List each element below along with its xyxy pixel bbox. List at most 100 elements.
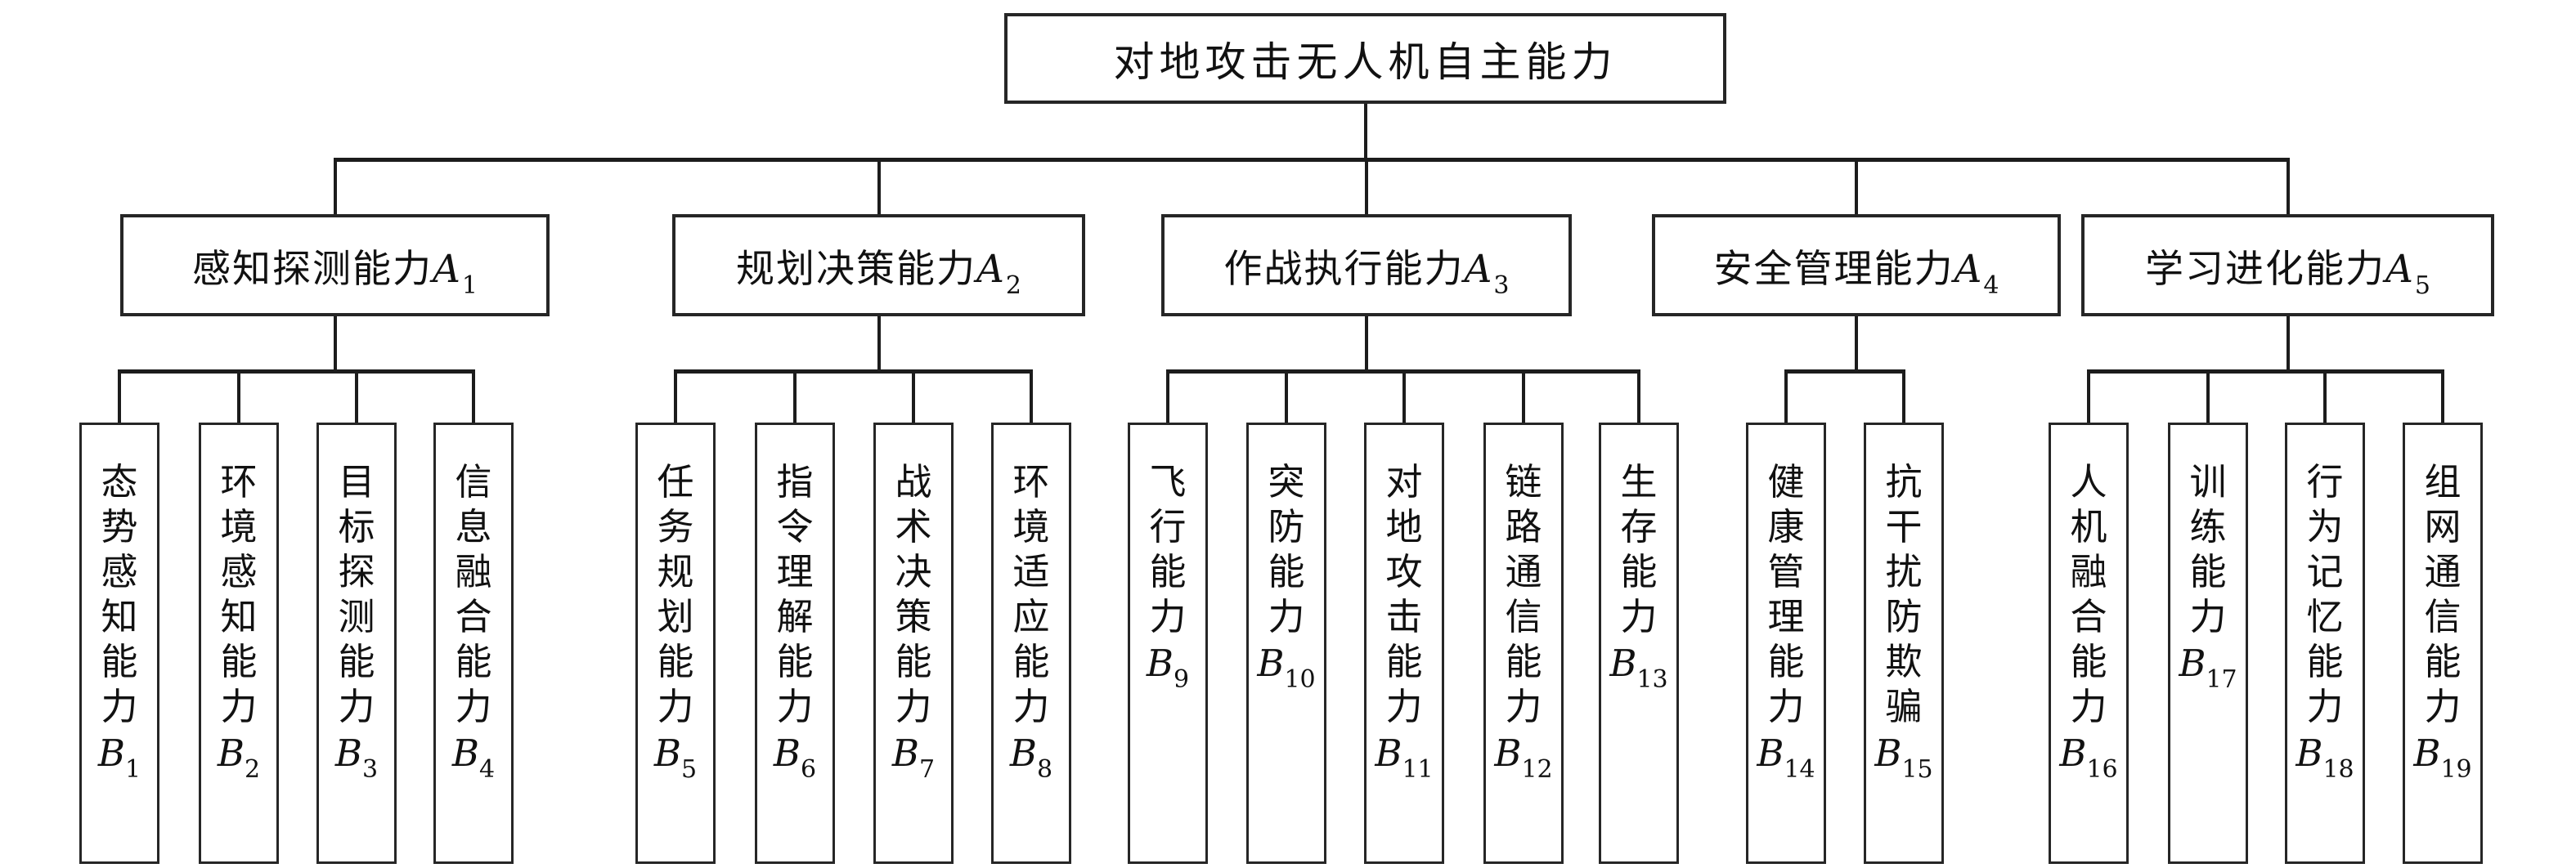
connector-drop-a3 [1365,158,1368,214]
b-label-char: 生 [1620,460,1658,503]
b-label-id: B9 [1147,639,1189,694]
b-label-char: 能 [455,640,492,683]
b-label-char: 力 [1505,685,1542,728]
b-label-char: 存 [1620,505,1658,548]
connector-drop-b11 [1402,369,1406,423]
connector-drop-b13 [1637,369,1640,423]
b-label-char: 力 [1149,595,1187,638]
connector-drop-b9 [1166,369,1169,423]
b-label-char: 知 [101,595,138,638]
connector-bus-level1 [333,158,2290,162]
b-label-char: 战 [895,460,932,503]
b-label-id: B19 [2413,729,2471,784]
b-label-var: B [1609,642,1637,685]
b-label-sub: 16 [2086,755,2118,784]
connector-drop-b17 [2206,369,2210,423]
b-label-id: B5 [654,729,697,784]
b-label-char: 忆 [2306,595,2344,638]
b-label-char: 力 [101,685,138,728]
a-label: 作战执行能力A3 [1223,237,1509,300]
connector-drop-b16 [2087,369,2090,423]
b-label-sub: 8 [1036,755,1053,784]
b-label-char: 能 [1012,640,1050,683]
b-label-char: 指 [776,460,814,503]
connector-drop-b19 [2441,369,2444,423]
b-label-char: 力 [338,685,375,728]
a-label: 规划决策能力A2 [736,237,1021,300]
b-label-char: 突 [1268,460,1305,503]
b-label-char: 适 [1012,550,1050,593]
b-label-char: 扰 [1885,550,1923,593]
a-label-var: A [976,247,1006,292]
a-label: 学习进化能力A5 [2145,237,2430,300]
connector-bus-a1 [118,369,475,374]
b-label-id: B14 [1757,729,1815,784]
b-label-id: B13 [1609,639,1667,694]
b-label-char: 能 [1505,640,1542,683]
b-label-sub: 12 [1521,755,1553,784]
b-label-char: 能 [101,640,138,683]
connector-drop-b6 [793,369,797,423]
b-label-char: 记 [2306,550,2344,593]
b-label-sub: 13 [1636,665,1668,694]
b-label-id: B2 [218,729,260,784]
connector-stem-a5 [2286,316,2290,369]
connector-stem-a2 [877,316,881,369]
b-label-char: 行 [1149,505,1187,548]
connector-drop-b8 [1030,369,1033,423]
b-label-char: 理 [1767,595,1805,638]
b-label-char: 力 [1012,685,1050,728]
b-label-char: 令 [776,505,814,548]
b-label-char: 康 [1767,505,1805,548]
b-label-char: 划 [657,595,694,638]
b-label-char: 感 [101,550,138,593]
b-label-char: 融 [2070,550,2107,593]
node-a3: 作战执行能力A3 [1161,214,1572,316]
node-a4: 安全管理能力A4 [1652,214,2061,316]
a-label: 感知探测能力A1 [191,237,478,300]
b-label-char: 通 [1505,550,1542,593]
connector-drop-a5 [2286,158,2290,214]
b-label-char: 力 [1620,595,1658,638]
b-label-sub: 4 [478,755,496,784]
b-label-id: B18 [2296,729,2354,784]
b-label-sub: 5 [680,755,698,784]
b-label-var: B [2059,732,2087,775]
a-label-text: 作战执行能力 [1223,247,1465,292]
b-label-char: 组 [2424,460,2462,503]
b-label-sub: 2 [244,755,261,784]
connector-drop-b3 [355,369,358,423]
connector-drop-b10 [1285,369,1288,423]
node-a1: 感知探测能力A1 [120,214,550,316]
b-label-char: 势 [101,505,138,548]
b-label-id: B3 [335,729,378,784]
b-label-char: 能 [338,640,375,683]
b-label-id: B4 [452,729,495,784]
b-label-id: B6 [774,729,816,784]
b-label-id: B12 [1494,729,1552,784]
b-label-var: B [1009,732,1037,775]
connector-stem-a1 [333,316,337,369]
b-label-char: 飞 [1149,460,1187,503]
b-label-char: 能 [2070,640,2107,683]
a-label-text: 感知探测能力 [191,247,433,292]
b-label-id: B16 [2059,729,2117,784]
b-label-char: 行 [2306,460,2344,503]
connector-drop-b2 [237,369,240,423]
connector-stem-a4 [1855,316,1858,369]
b-label-char: 信 [455,460,492,503]
b-label-char: 策 [895,595,932,638]
b-label-sub: 18 [2322,755,2354,784]
node-root: 对地攻击无人机自主能力 [1004,13,1726,104]
b-label-char: 击 [1385,595,1423,638]
b-label-char: 骗 [1885,685,1923,728]
b-label-char: 境 [1012,505,1050,548]
b-label-char: 合 [455,595,492,638]
